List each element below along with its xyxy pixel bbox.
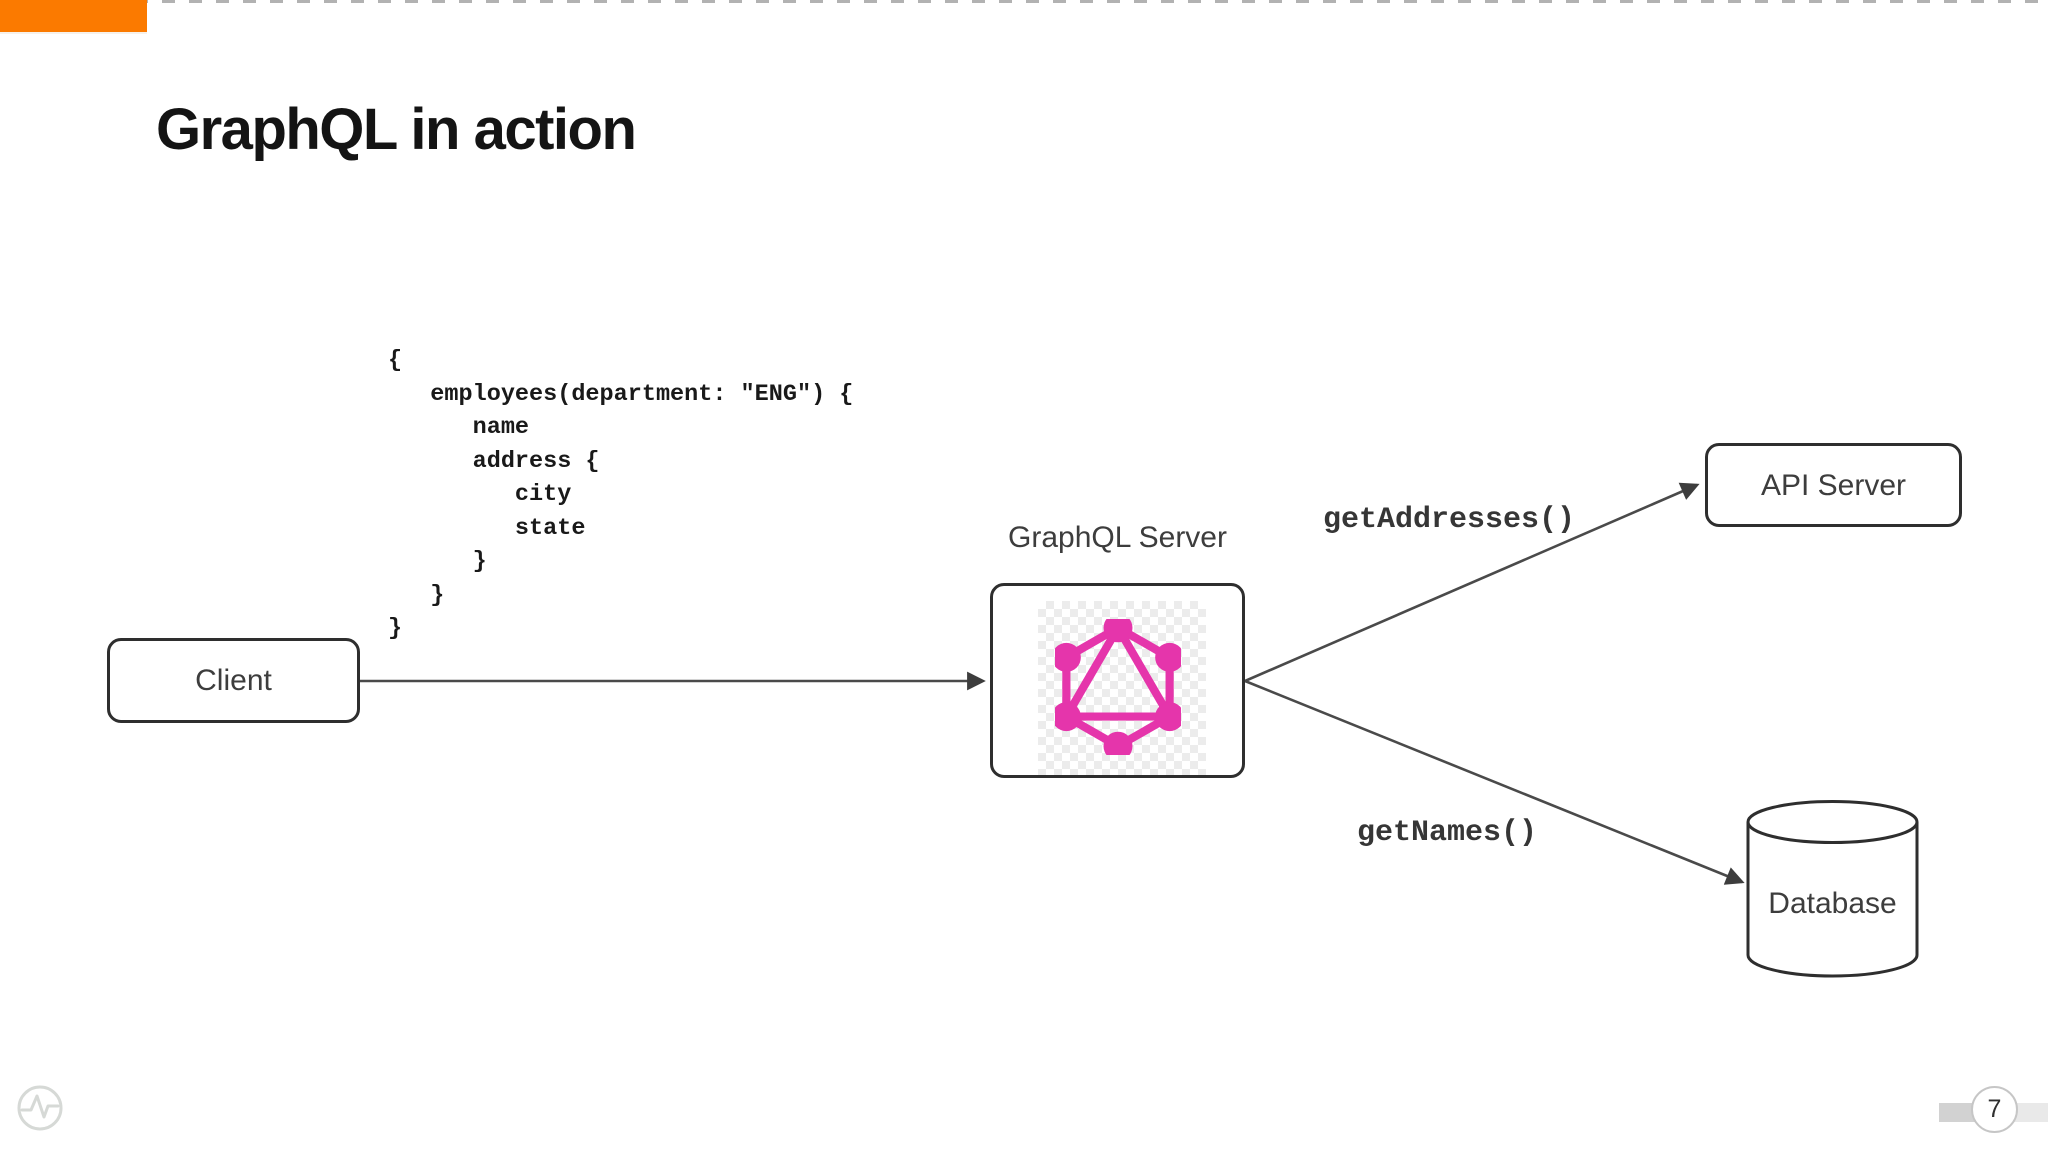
- page-title: GraphQL in action: [156, 97, 637, 162]
- edge-label-get-addresses: getAddresses(): [1323, 503, 1576, 537]
- page-number-badge: 7: [1971, 1086, 2018, 1133]
- arrow-graphql-to-database: [1244, 679, 1745, 885]
- graphql-logo-icon: [1055, 619, 1181, 755]
- graphql-server-node-label: GraphQL Server: [1008, 521, 1227, 554]
- top-edge-artifact-line: [0, 0, 2048, 3]
- graphql-query-code: { employees(department: "ENG") { name ad…: [388, 347, 854, 642]
- client-node-label: Client: [195, 664, 272, 697]
- api-server-node: API Server: [1705, 443, 1962, 527]
- pulse-logo-icon: [17, 1085, 63, 1131]
- edge-label-get-names: getNames(): [1357, 816, 1538, 850]
- database-node-label: Database: [1768, 887, 1897, 920]
- api-server-node-label: API Server: [1760, 468, 1907, 502]
- client-node: Client: [107, 638, 360, 723]
- graphql-server-node: [990, 583, 1245, 778]
- page-number: 7: [1987, 1095, 2002, 1123]
- accent-rectangle: [0, 0, 147, 32]
